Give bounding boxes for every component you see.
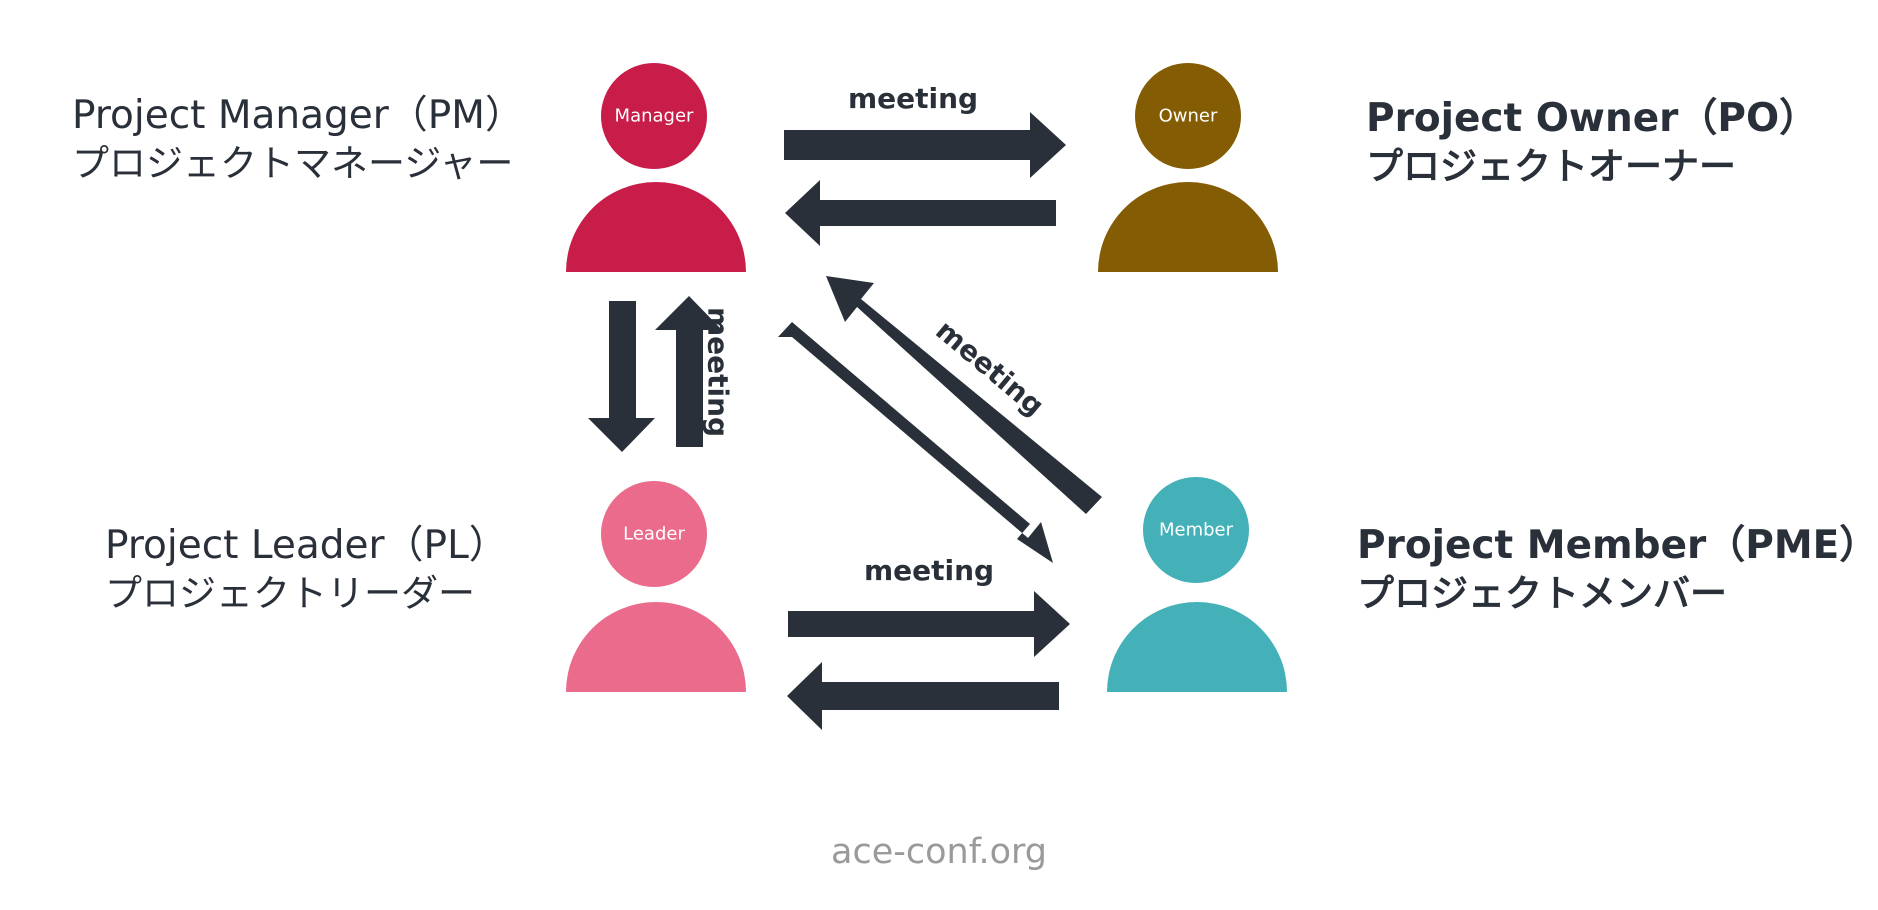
role-pl-japanese: プロジェクトリーダー — [105, 572, 475, 615]
meeting-label-manager-leader: meeting — [702, 307, 735, 437]
member-head — [1143, 477, 1249, 583]
arrow-leader-to-member — [788, 591, 1070, 657]
manager-name: Manager — [615, 106, 694, 127]
arrow-owner-to-manager — [785, 180, 1056, 246]
role-pl-english: Project Leader（PL） — [105, 523, 508, 568]
role-pme-english: Project Member（PME） — [1357, 523, 1878, 568]
role-po-english: Project Owner（PO） — [1366, 96, 1819, 141]
role-pm-english: Project Manager（PM） — [72, 93, 524, 138]
manager-head — [601, 63, 707, 169]
owner-body — [1098, 182, 1278, 272]
leader-body — [566, 602, 746, 692]
meeting-label-leader-member: meeting — [864, 554, 994, 587]
arrow-member-to-leader — [787, 662, 1059, 730]
meeting-label-manager-owner: meeting — [848, 82, 978, 115]
leader-name: Leader — [623, 524, 685, 545]
role-label-po: Project Owner（PO） プロジェクトオーナー — [1366, 95, 1818, 191]
member-person-icon: Member — [1107, 477, 1287, 692]
role-pme-japanese: プロジェクトメンバー — [1357, 572, 1727, 615]
role-pm-japanese: プロジェクトマネージャー — [72, 142, 514, 185]
member-body — [1107, 602, 1287, 692]
manager-body — [566, 182, 746, 272]
arrow-manager-to-member — [778, 322, 1053, 563]
manager-person-icon: Manager — [566, 63, 746, 272]
leader-person-icon: Leader — [566, 481, 746, 692]
arrow-manager-to-owner — [784, 112, 1066, 178]
arrow-leader-to-manager — [655, 296, 722, 447]
arrow-manager-to-leader — [588, 301, 655, 452]
role-label-pm: Project Manager（PM） プロジェクトマネージャー — [72, 92, 524, 188]
role-label-pl: Project Leader（PL） プロジェクトリーダー — [105, 522, 508, 618]
owner-name: Owner — [1159, 106, 1218, 127]
arrow-member-to-manager — [826, 276, 1102, 514]
member-name: Member — [1159, 520, 1234, 541]
owner-head — [1135, 63, 1241, 169]
footer-site-name: ace-conf.org — [831, 832, 1047, 872]
owner-person-icon: Owner — [1098, 63, 1278, 272]
leader-head — [601, 481, 707, 587]
role-po-japanese: プロジェクトオーナー — [1366, 145, 1736, 188]
role-label-pme: Project Member（PME） プロジェクトメンバー — [1357, 522, 1878, 618]
